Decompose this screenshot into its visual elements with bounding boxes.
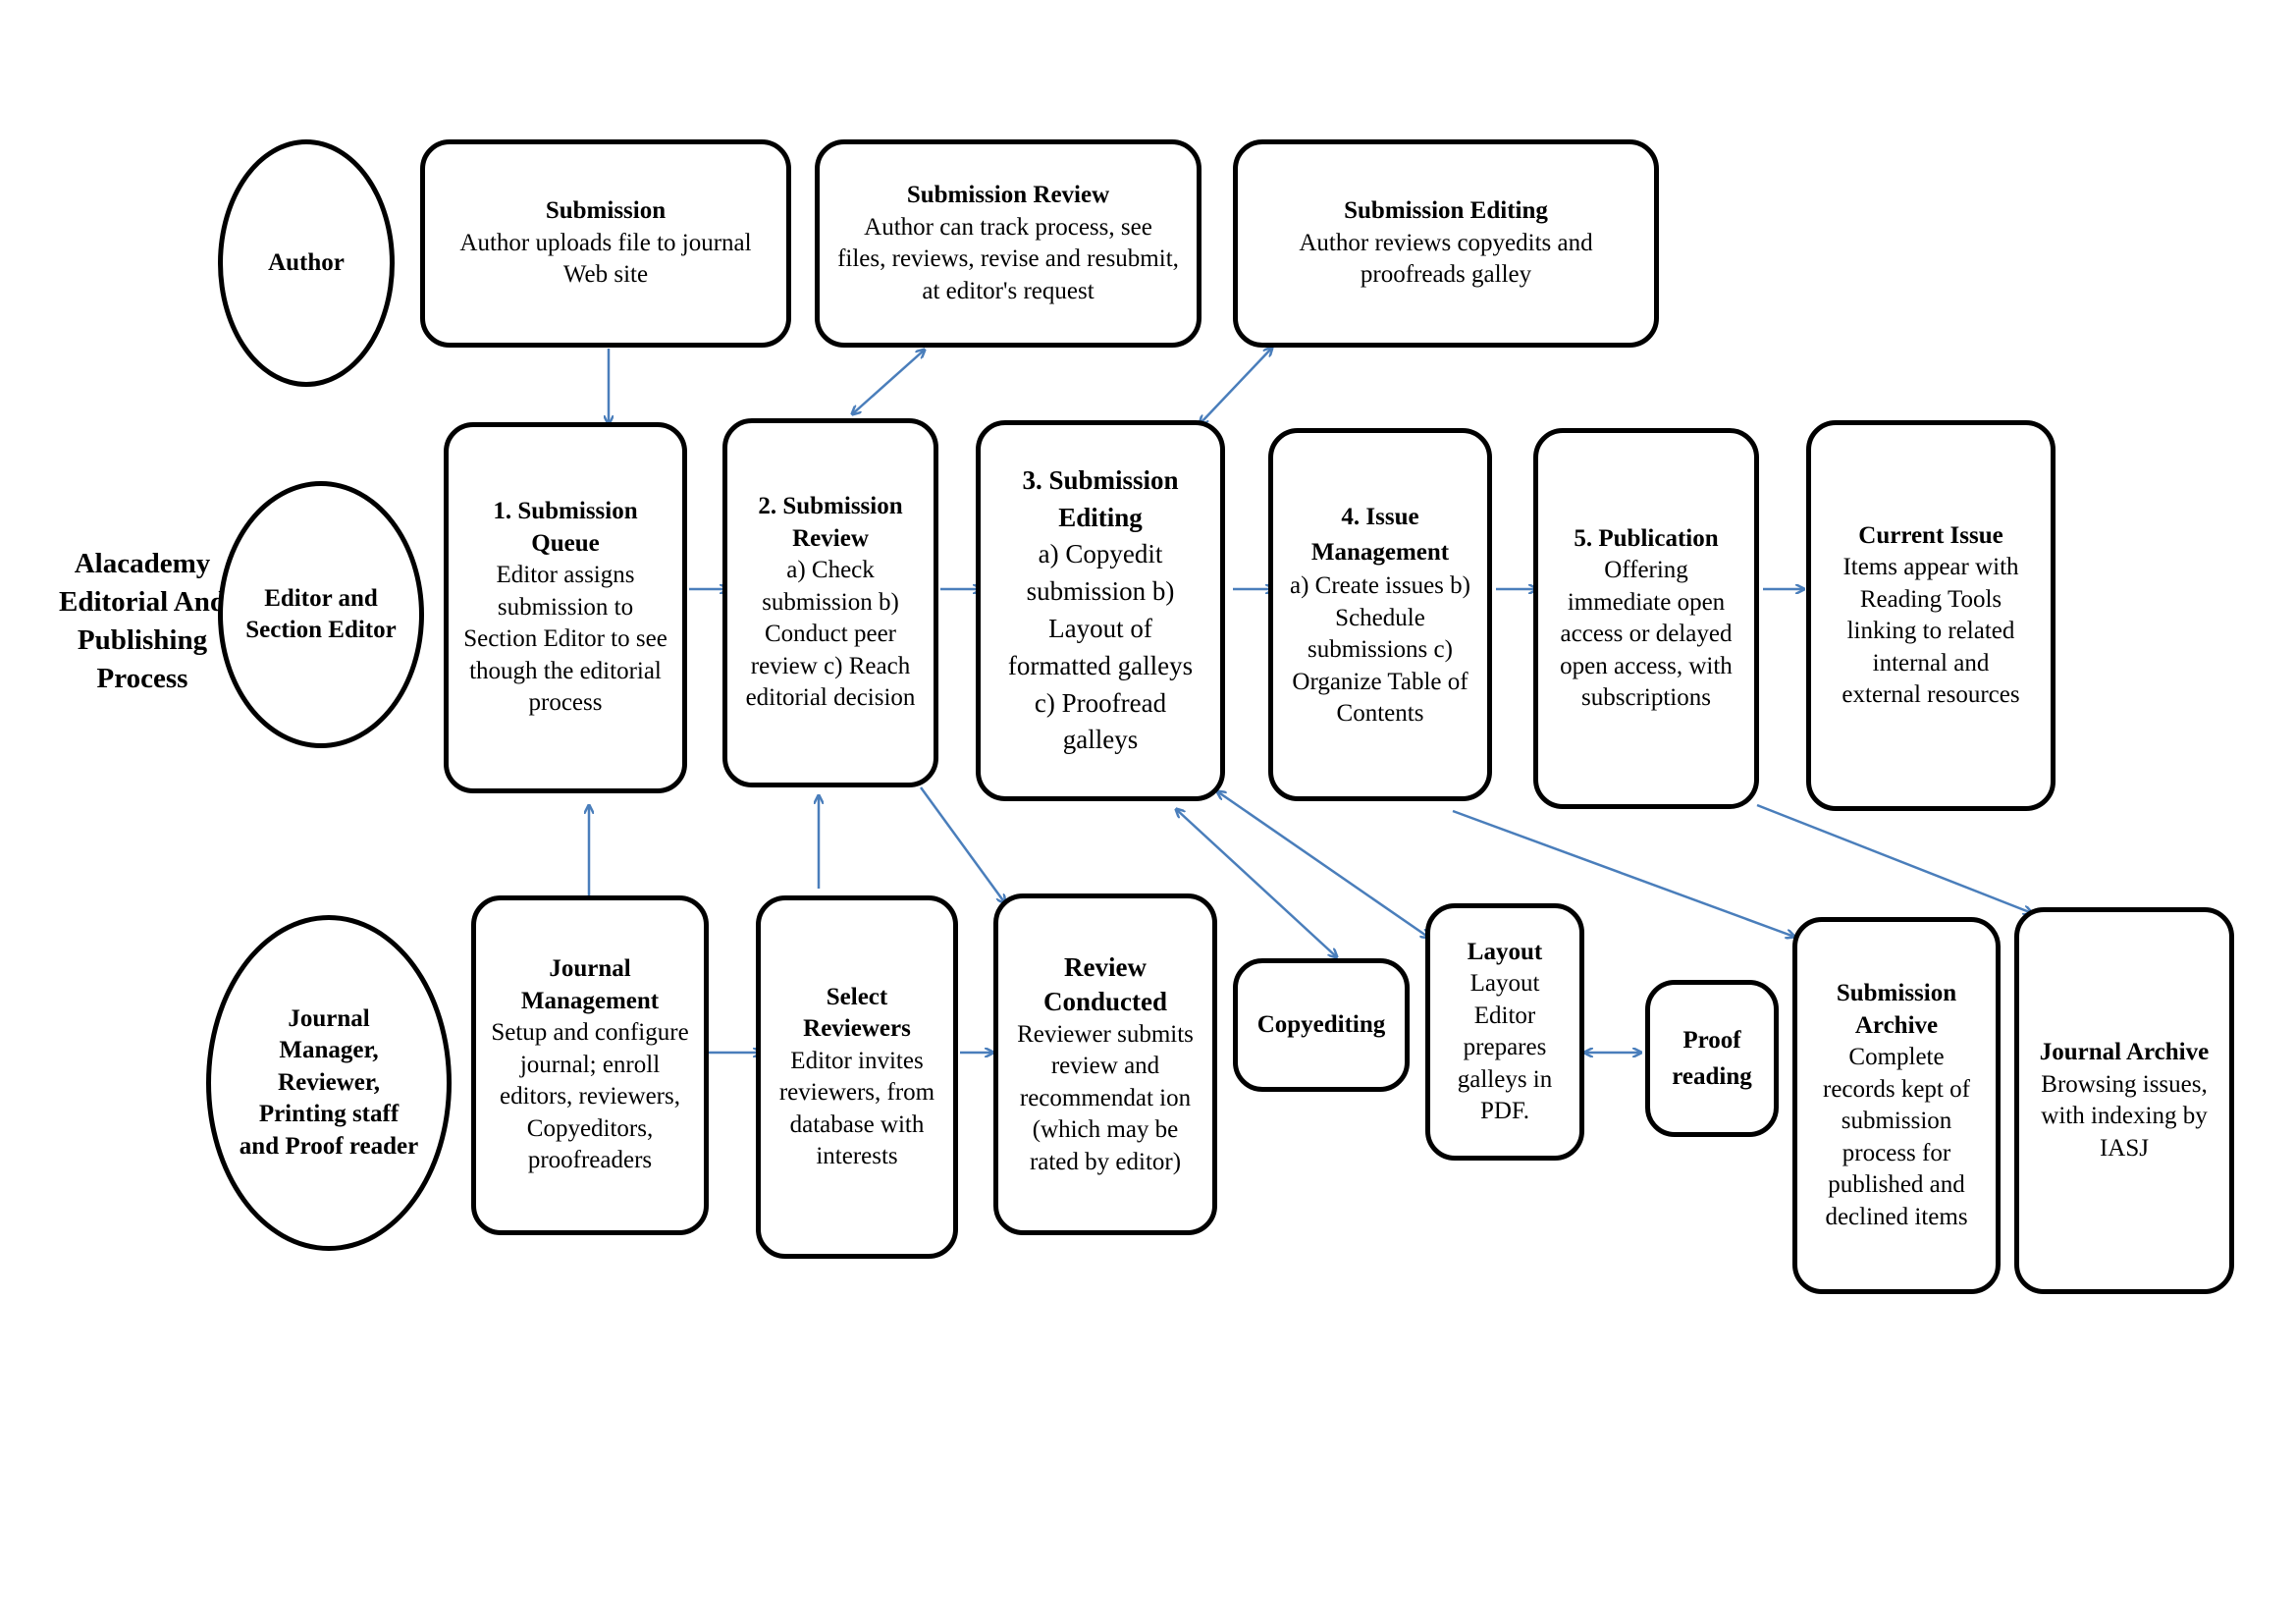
arrow-editing-layout: [1217, 791, 1429, 938]
submission-archive-title: Submission Archive: [1836, 980, 1957, 1039]
arrow-editing-author-editor: [1200, 348, 1272, 424]
role-manager-label: Journal Manager, Reviewer, Printing staf…: [239, 1004, 419, 1160]
journal-archive-title: Journal Archive: [2039, 1039, 2210, 1065]
select-reviewers-title: Select Reviewers: [803, 983, 911, 1043]
submission-review-box: 2. Submission Review a) Check submission…: [722, 418, 938, 787]
role-manager: Journal Manager, Reviewer, Printing staf…: [206, 915, 452, 1251]
author-editing-title: Submission Editing: [1344, 197, 1548, 225]
role-editor-label: Editor and Section Editor: [245, 584, 397, 644]
current-issue-body: Items appear with Reading Tools linking …: [1842, 554, 2020, 708]
author-submission-title: Submission: [545, 197, 667, 225]
select-reviewers-body: Editor invites reviewers, from database …: [778, 1047, 935, 1170]
author-review-body: Author can track process, see files, rev…: [837, 213, 1179, 304]
review-conducted-title: Review Conducted: [1042, 951, 1168, 1016]
publication-body: Offering immediate open access or delaye…: [1560, 557, 1733, 711]
submission-editing-body: a) Copyedit submission b) Layout of form…: [1007, 539, 1194, 755]
submission-archive-body: Complete records kept of submission proc…: [1823, 1044, 1970, 1230]
publication-title: 5. Publication: [1574, 524, 1719, 552]
arrow-issue-to-subarchive: [1452, 809, 1794, 937]
arrow-publication-to-journalarchive: [1756, 803, 2032, 913]
layout-box: Layout Layout Editor prepares galleys in…: [1425, 903, 1584, 1161]
proofreading-box: Proof reading: [1645, 980, 1779, 1137]
submission-review-title: 2. Submission Review: [758, 493, 903, 552]
issue-management-body: a) Create issues b) Schedule submissions…: [1290, 572, 1470, 727]
submission-editing-title: 3. Submission Editing: [1022, 464, 1179, 532]
journal-management-box: Journal Management Setup and configure j…: [471, 895, 709, 1235]
copyediting-box: Copyediting: [1233, 958, 1410, 1092]
process-title: Alacademy Editorial And Publishing Proce…: [58, 548, 227, 695]
journal-archive-body: Browsing issues, with indexing by IASJ: [2041, 1070, 2208, 1162]
select-reviewers-box: Select Reviewers Editor invites reviewer…: [756, 895, 958, 1259]
current-issue-box: Current Issue Items appear with Reading …: [1806, 420, 2056, 811]
submission-review-body: a) Check submission b) Conduct peer revi…: [745, 557, 916, 712]
submission-editing-box: 3. Submission Editing a) Copyedit submis…: [976, 420, 1225, 801]
author-review-title: Submission Review: [906, 182, 1110, 208]
author-review-box: Submission Review Author can track proce…: [815, 139, 1201, 348]
role-editor: Editor and Section Editor: [218, 481, 424, 748]
author-submission-body: Author uploads file to journal Web site: [459, 229, 752, 289]
submission-queue-body: Editor assigns submission to Section Edi…: [463, 562, 667, 717]
role-author-label: Author: [268, 248, 345, 276]
layout-body: Layout Editor prepares galleys in PDF.: [1457, 970, 1553, 1124]
review-conducted-body: Reviewer submits review and recommendat …: [1017, 1020, 1194, 1175]
submission-queue-box: 1. Submission Queue Editor assigns submi…: [444, 422, 687, 793]
issue-management-title: 4. Issue Management: [1310, 503, 1450, 566]
submission-queue-title: 1. Submission Queue: [493, 498, 638, 557]
issue-management-box: 4. Issue Management a) Create issues b) …: [1268, 428, 1492, 801]
submission-archive-box: Submission Archive Complete records kept…: [1792, 917, 2001, 1294]
journal-archive-box: Journal Archive Browsing issues, with in…: [2014, 907, 2234, 1294]
review-conducted-box: Review Conducted Reviewer submits review…: [993, 893, 1217, 1235]
publication-box: 5. Publication Offering immediate open a…: [1533, 428, 1759, 809]
current-issue-title: Current Issue: [1858, 521, 2003, 549]
copyediting-title: Copyediting: [1256, 1010, 1386, 1038]
arrow-review-to-conducted: [919, 786, 1005, 903]
journal-management-body: Setup and configure journal; enroll edit…: [491, 1019, 689, 1174]
author-submission-box: Submission Author uploads file to journa…: [420, 139, 791, 348]
layout-title: Layout: [1467, 938, 1543, 965]
journal-management-title: Journal Management: [520, 955, 660, 1014]
author-editing-body: Author reviews copyedits and proofreads …: [1299, 229, 1593, 289]
role-author: Author: [218, 139, 395, 387]
proofreading-title: Proof reading: [1672, 1026, 1752, 1091]
author-editing-box: Submission Editing Author reviews copyed…: [1233, 139, 1659, 348]
arrow-review-author-editor: [852, 350, 925, 414]
